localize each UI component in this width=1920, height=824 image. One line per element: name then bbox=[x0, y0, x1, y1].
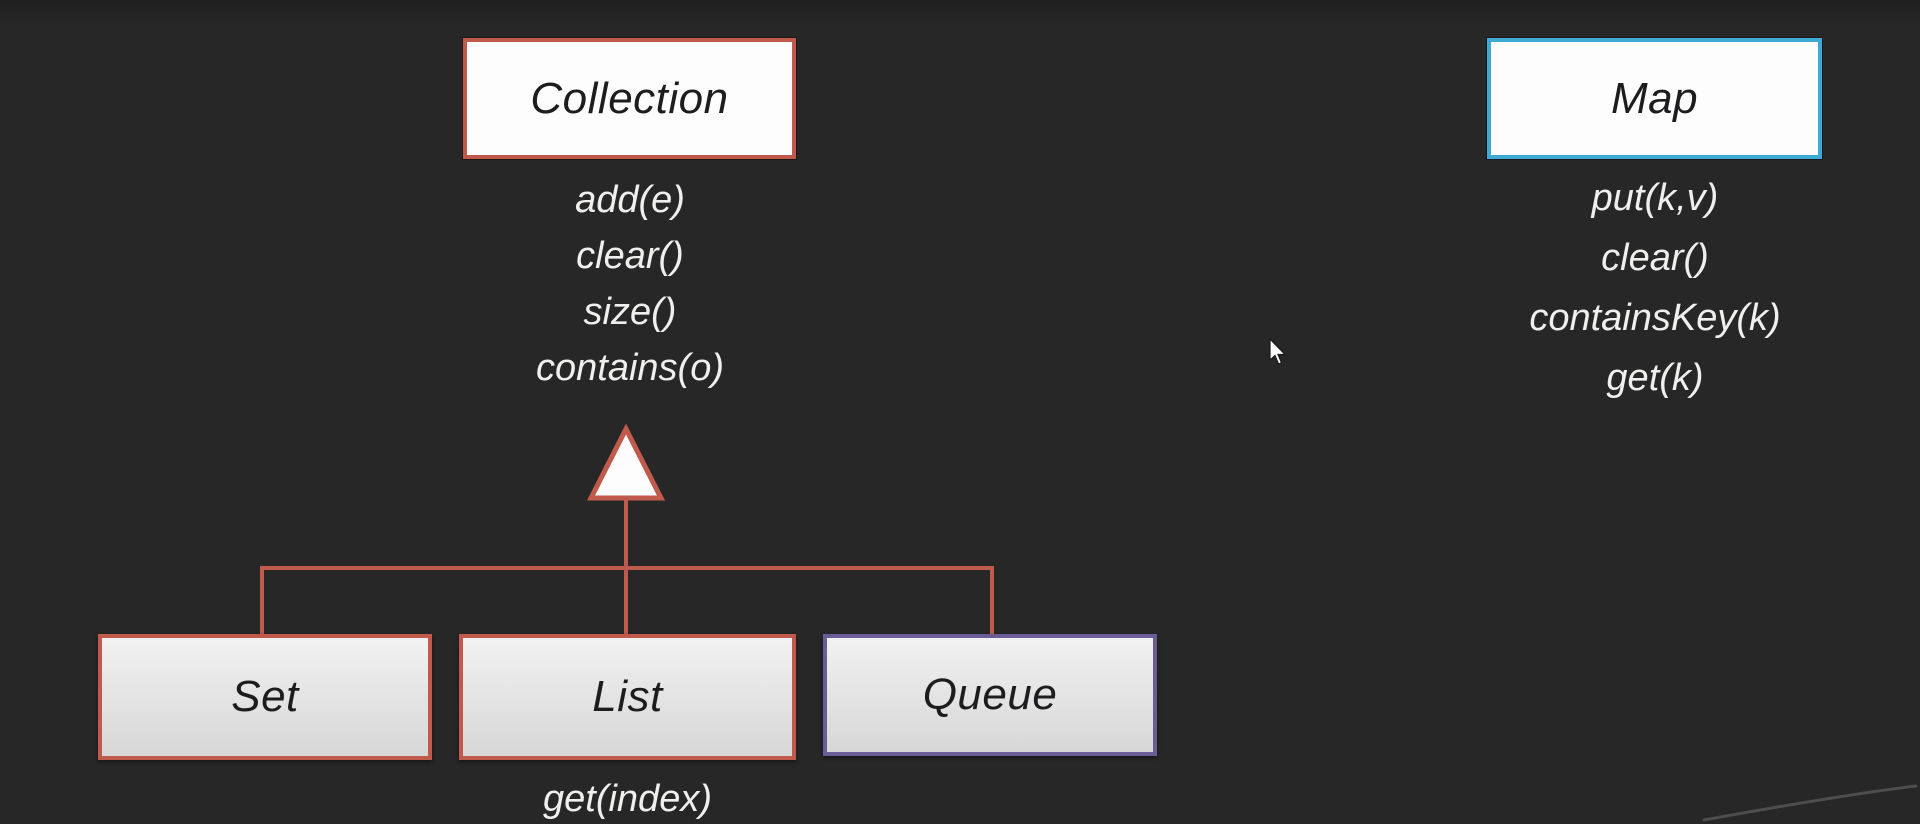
collection-method: size() bbox=[583, 291, 677, 333]
collection-method: clear() bbox=[576, 235, 684, 277]
connector-drop-set bbox=[260, 566, 264, 634]
collection-class-box: Collection bbox=[463, 38, 796, 159]
set-label: Set bbox=[231, 672, 299, 721]
collection-method: contains(o) bbox=[536, 347, 724, 389]
map-methods-list: put(k,v) clear() containsKey(k) get(k) bbox=[1420, 168, 1890, 408]
queue-class-box: Queue bbox=[823, 634, 1157, 756]
clipped-annotation-artifact bbox=[1702, 784, 1918, 822]
map-label: Map bbox=[1610, 73, 1699, 123]
map-method: clear() bbox=[1601, 237, 1709, 279]
collection-label: Collection bbox=[530, 73, 729, 123]
list-methods-list: get(index) bbox=[459, 770, 796, 824]
map-class-box: Map bbox=[1487, 38, 1822, 159]
connector-bus bbox=[260, 566, 994, 570]
mouse-cursor-icon bbox=[1269, 338, 1287, 365]
collection-methods-list: add(e) clear() size() contains(o) bbox=[413, 172, 847, 396]
list-class-box: List bbox=[459, 634, 796, 760]
connector-drop-queue bbox=[990, 566, 994, 634]
inheritance-triangle-icon bbox=[586, 424, 666, 501]
set-class-box: Set bbox=[98, 634, 432, 760]
map-method: put(k,v) bbox=[1591, 177, 1719, 219]
map-method: get(k) bbox=[1606, 357, 1704, 399]
list-label: List bbox=[592, 672, 663, 721]
collection-method: add(e) bbox=[575, 179, 685, 221]
map-method: containsKey(k) bbox=[1529, 297, 1781, 339]
list-method: get(index) bbox=[543, 778, 712, 820]
queue-label: Queue bbox=[922, 670, 1058, 719]
